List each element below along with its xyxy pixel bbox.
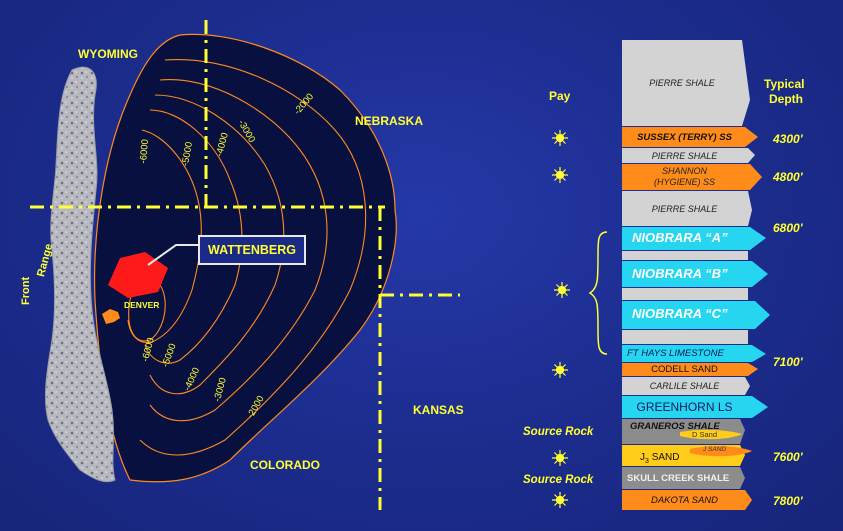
layer-niobrara-a: NIOBRARA “A” bbox=[632, 230, 728, 245]
wyoming-label: WYOMING bbox=[78, 47, 138, 61]
depth-7800: 7800' bbox=[773, 494, 803, 508]
layer-greenhorn: GREENHORN LS bbox=[636, 400, 733, 414]
layer-pierre-shale-1: PIERRE SHALE bbox=[649, 78, 715, 88]
layer-dakota: DAKOTA SAND bbox=[650, 495, 719, 506]
kansas-label: KANSAS bbox=[413, 403, 464, 417]
j-subscript: 3 bbox=[645, 458, 649, 465]
layer-shannon: SHANNON bbox=[661, 166, 707, 176]
layer-graneros: GRANEROS SHALE bbox=[630, 421, 720, 432]
structure-contours bbox=[127, 58, 367, 456]
contour-label: -6000 bbox=[138, 138, 152, 164]
depth-6800: 6800' bbox=[773, 221, 803, 235]
depth-4300: 4300' bbox=[773, 132, 803, 146]
wattenberg-label: WATTENBERG bbox=[208, 243, 296, 257]
layer-hygiene: (HYGIENE) SS bbox=[653, 177, 715, 187]
layer-sussex: SUSSEX (TERRY) SS bbox=[637, 132, 732, 143]
layer-carlile: CARLILE SHALE bbox=[649, 381, 720, 391]
front-label: Front bbox=[20, 276, 32, 305]
niobrara-brace bbox=[588, 231, 608, 355]
depth-title-2: Depth bbox=[769, 92, 803, 106]
denver-label: DENVER bbox=[124, 300, 160, 310]
state-borders bbox=[30, 20, 460, 510]
depth-title-1: Typical bbox=[764, 77, 805, 91]
wattenberg-field bbox=[108, 252, 168, 298]
layer-pierre-shale-2: PIERRE SHALE bbox=[651, 151, 718, 161]
j-sand-word: SAND bbox=[651, 452, 680, 463]
layer-j-sand-lens: J SAND bbox=[703, 446, 727, 453]
denver-city bbox=[102, 309, 120, 324]
layer-d-sand: D Sand bbox=[692, 430, 718, 439]
source-rock-label-2: Source Rock bbox=[523, 474, 594, 486]
pay-title: Pay bbox=[549, 89, 571, 103]
layer-skull-creek: SKULL CREEK SHALE bbox=[627, 473, 730, 484]
depth-4800: 4800' bbox=[773, 170, 803, 184]
colorado-label: COLORADO bbox=[250, 458, 320, 472]
layer-j-sand: J3 SAND bbox=[640, 452, 679, 465]
wattenberg-label-box: WATTENBERG bbox=[198, 235, 306, 265]
depth-7100: 7100' bbox=[773, 355, 803, 369]
layer-ft-hays: FT HAYS LIMESTONE bbox=[627, 348, 724, 359]
layer-niobrara-b: NIOBRARA “B” bbox=[632, 266, 728, 281]
pay-stars bbox=[552, 130, 570, 508]
front-range-granite bbox=[44, 66, 116, 483]
layer-codell: CODELL SAND bbox=[651, 364, 718, 375]
source-rock-label-1: Source Rock bbox=[523, 426, 594, 438]
j-letter: J bbox=[640, 452, 645, 463]
strat-column bbox=[622, 40, 770, 510]
depth-7600: 7600' bbox=[773, 450, 803, 464]
layer-pierre-shale-3: PIERRE SHALE bbox=[651, 204, 718, 214]
nebraska-label: NEBRASKA bbox=[355, 114, 424, 128]
layer-niobrara-c: NIOBRARA “C” bbox=[632, 306, 728, 321]
wattenberg-pointer bbox=[147, 244, 200, 266]
